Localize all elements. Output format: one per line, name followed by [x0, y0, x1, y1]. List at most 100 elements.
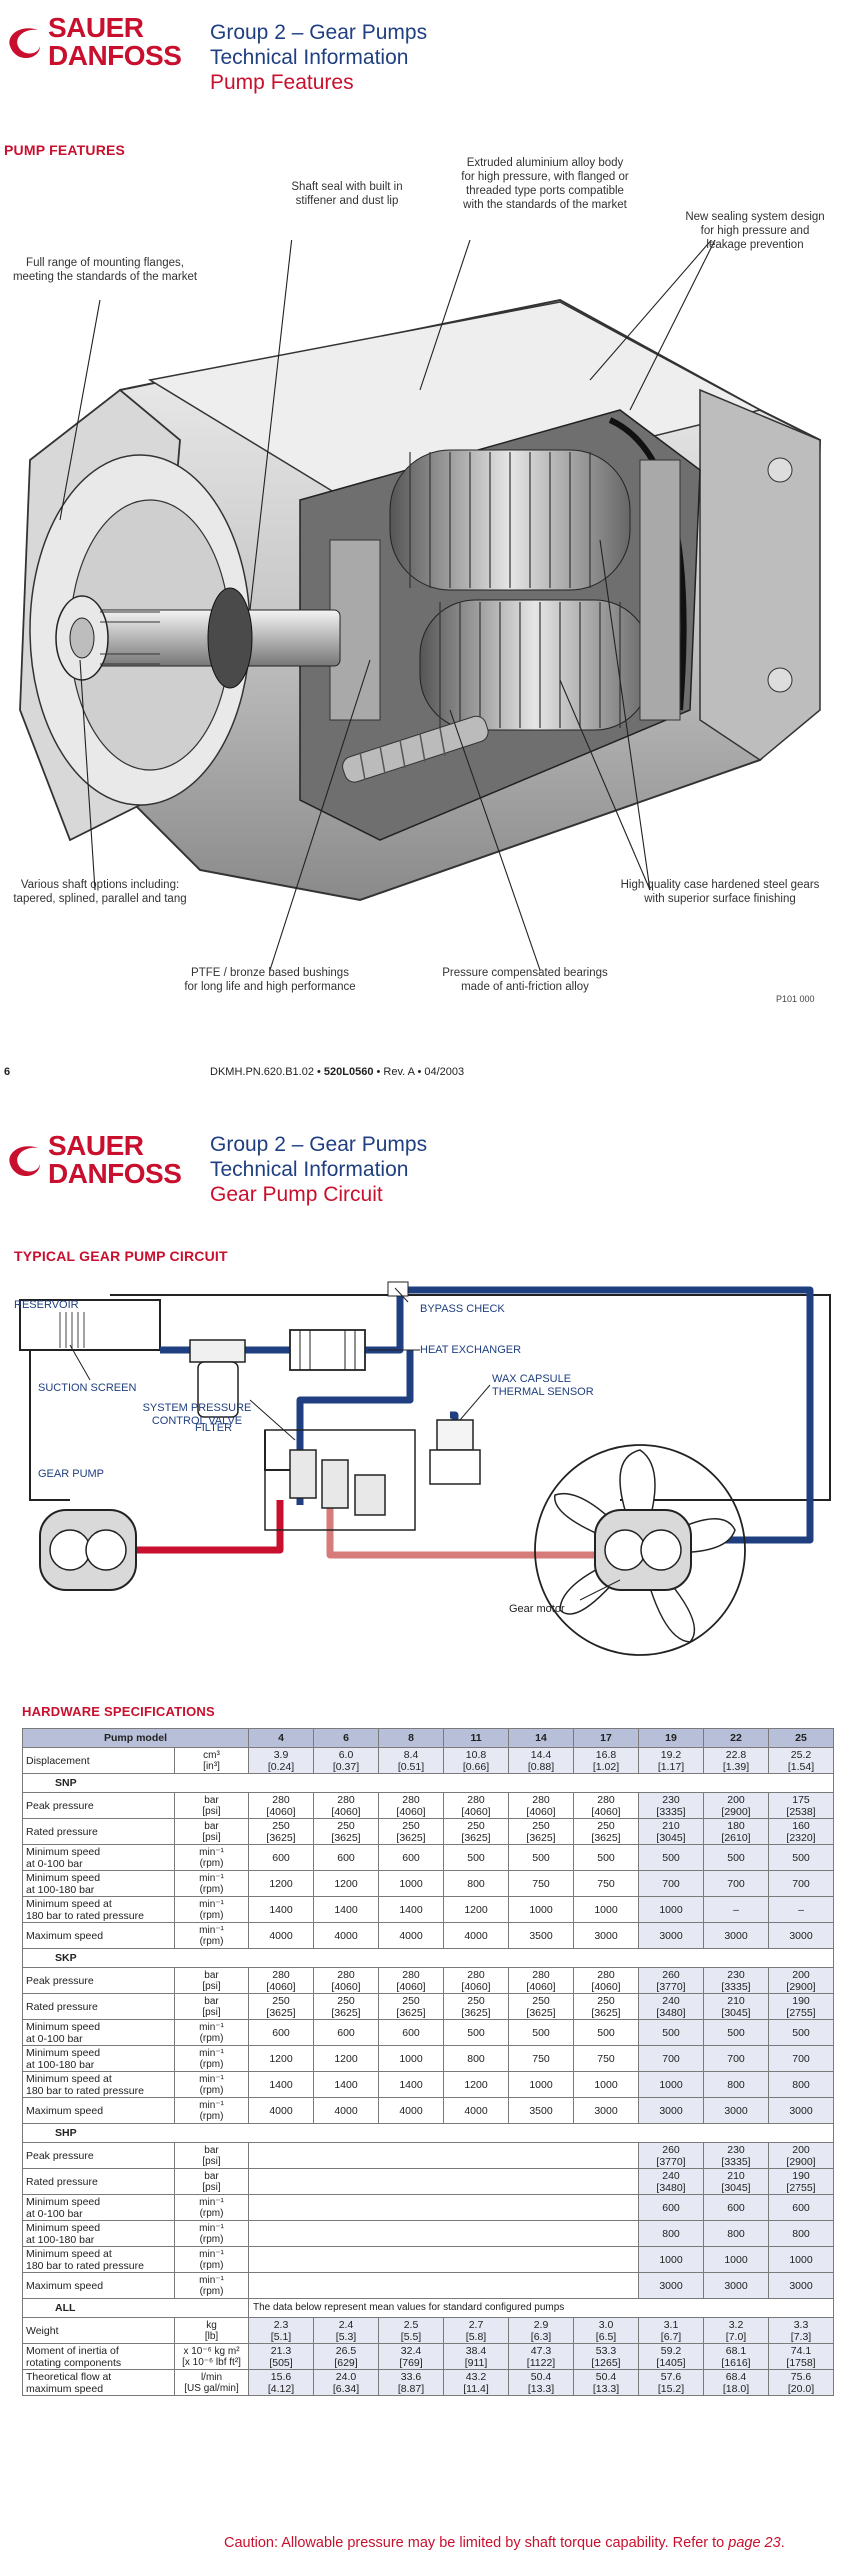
cell-value-secondary: [769] [399, 2356, 423, 2369]
unit-primary: min⁻¹ [199, 2222, 224, 2234]
table-cell: 3000 [768, 2272, 835, 2299]
cell-value: 240 [662, 2169, 680, 2182]
cell-value: 600 [337, 1851, 355, 1864]
callout-mounting-flanges-text: Full range of mounting flanges, meeting … [12, 257, 198, 283]
cell-value-secondary: [3625] [266, 2006, 296, 2019]
table-cell: 800 [443, 2045, 510, 2072]
cell-value: 500 [792, 1851, 810, 1864]
gear-pump-circuit-diagram [19, 1281, 831, 1656]
table-cell: 1200 [313, 1870, 380, 1897]
unit-primary: min⁻¹ [199, 2047, 224, 2059]
cell-value: 750 [532, 1877, 550, 1890]
cell-value-secondary: [5.8] [465, 2330, 487, 2343]
cell-value-secondary: [1616] [721, 2356, 751, 2369]
table-cell: 26.5[629] [313, 2343, 380, 2370]
callout-shaft-seal: Shaft seal with built in stiffener and d… [262, 180, 432, 208]
cell-value-secondary: [3335] [721, 2155, 751, 2168]
table-cell: 2.9[6.3] [508, 2317, 575, 2344]
table-cell: 1000 [703, 2246, 770, 2273]
table-cell: 2.5[5.5] [378, 2317, 445, 2344]
cell-text: Minimum speed at 100-180 bar [26, 1871, 101, 1896]
table-cell: 1000 [508, 1896, 575, 1923]
table-cell: 3000 [703, 1922, 770, 1949]
cell-value: 2.3 [273, 2318, 289, 2331]
cell-value: 50.4 [595, 2370, 617, 2383]
table-cell: 280[4060] [313, 1792, 380, 1819]
table-cell: 260[3770] [638, 1967, 705, 1994]
table-cell: 3.1[6.7] [638, 2317, 705, 2344]
cell-value: 280 [467, 1793, 485, 1806]
cell-value: – [798, 1903, 804, 1916]
table-cell: 15.6[4.12] [248, 2369, 315, 2396]
row-label: Minimum speed at 180 bar to rated pressu… [22, 2246, 175, 2273]
unit-secondary: [psi] [202, 1805, 221, 1817]
row-unit: min⁻¹(rpm) [173, 1922, 250, 1949]
cell-value-secondary: [3045] [721, 2181, 751, 2194]
cell-value: 500 [597, 1851, 615, 1864]
unit-secondary: (rpm) [199, 2032, 224, 2044]
group-name: SHP [21, 2123, 835, 2143]
cell-value: 280 [532, 1968, 550, 1981]
cell-value: 500 [597, 2026, 615, 2039]
row-unit: min⁻¹(rpm) [173, 2019, 250, 2046]
cell-value-secondary: [1.39] [722, 1760, 750, 1773]
cell-value: 500 [532, 1851, 550, 1864]
lower-gear [419, 599, 651, 731]
table-cell: 1000 [378, 2045, 445, 2072]
table-cell: 500 [573, 2019, 640, 2046]
table-cell: 1400 [248, 1896, 315, 1923]
table-cell: 3.0[6.5] [573, 2317, 640, 2344]
cell-value: 3000 [789, 1929, 813, 1942]
table-cell: 700 [638, 1870, 705, 1897]
label-filter: FILTER [195, 1422, 233, 1434]
table-cell: 1000 [508, 2071, 575, 2098]
unit-primary: bar [204, 1820, 219, 1832]
table-row: Minimum speed at 180 bar to rated pressu… [22, 2071, 835, 2098]
cell-value: 200 [727, 1793, 745, 1806]
cell-value-secondary: [629] [334, 2356, 358, 2369]
cell-value-secondary: [4060] [591, 1805, 621, 1818]
pump-cutaway-illustration [19, 240, 822, 971]
table-cell: 24.0[6.34] [313, 2369, 380, 2396]
cell-value: 260 [662, 2143, 680, 2156]
unit-primary: bar [204, 1995, 219, 2007]
header-model: 14 [508, 1728, 575, 1748]
unit-secondary: [psi] [202, 1831, 221, 1843]
cell-value: 700 [792, 2052, 810, 2065]
cell-value: 260 [662, 1968, 680, 1981]
header-line2: Technical Information [210, 1158, 409, 1181]
table-cell: 10.8[0.66] [443, 1747, 510, 1774]
table-cell: 1400 [248, 2071, 315, 2098]
unit-primary: min⁻¹ [199, 2099, 224, 2111]
cell-text: Peak pressure [26, 2149, 94, 2162]
cell-value: 75.6 [790, 2370, 812, 2383]
cell-value-secondary: [3625] [526, 2006, 556, 2019]
cell-value-secondary: [2900] [721, 1805, 751, 1818]
cell-value: 250 [467, 1819, 485, 1832]
cell-text: Theoretical flow at maximum speed [26, 2370, 112, 2395]
callout-steel-gears-text: High quality case hardened steel gears w… [620, 879, 820, 905]
cell-value: 280 [467, 1968, 485, 1981]
table-cell: 3.9[0.24] [248, 1747, 315, 1774]
group-header-row: SKP [21, 1948, 835, 1968]
cell-value-secondary: [2320] [786, 1831, 816, 1844]
cell-value: 750 [532, 2052, 550, 2065]
cell-value: 3000 [659, 2279, 683, 2292]
cell-value: 210 [662, 1819, 680, 1832]
table-cell: 280[4060] [378, 1792, 445, 1819]
cell-text: Maximum speed [26, 1929, 104, 1942]
row-label: Maximum speed [22, 1922, 175, 1949]
cell-value: 500 [467, 1851, 485, 1864]
unit-primary: bar [204, 1794, 219, 1806]
cell-value-secondary: [3335] [721, 1980, 751, 1993]
unit-secondary: (rpm) [199, 1935, 224, 1947]
cell-value: 230 [727, 2143, 745, 2156]
section-title-circuit: TYPICAL GEAR PUMP CIRCUIT [14, 1248, 228, 1264]
cell-value: 4000 [464, 2104, 488, 2117]
table-cell: 700 [768, 2045, 835, 2072]
cell-value: 3000 [594, 2104, 618, 2117]
page-pump-features: SAUER DANFOSS Group 2 – Gear Pumps Techn… [0, 0, 853, 1130]
caution-page-link[interactable]: page 23 [728, 2535, 781, 2551]
cell-value-secondary: [18.0] [722, 2382, 750, 2395]
